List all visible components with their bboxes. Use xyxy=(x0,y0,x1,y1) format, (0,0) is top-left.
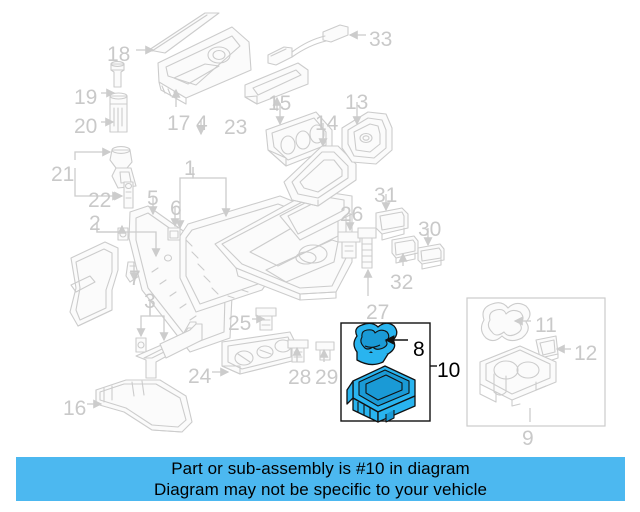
part-3-console-bracket xyxy=(135,321,203,379)
callout-number-30: 30 xyxy=(418,218,442,241)
part-12-wedge xyxy=(535,335,559,363)
banner-line-2: Diagram may not be specific to your vehi… xyxy=(153,480,488,499)
leader-21a xyxy=(74,147,112,160)
highlighted-part-box xyxy=(340,322,437,423)
part-22-clip xyxy=(123,181,134,209)
part-2-kick-panel xyxy=(69,227,129,327)
part-9-cupholder-tray xyxy=(479,345,557,407)
part-19-bolt xyxy=(110,61,125,88)
callout-number-26: 26 xyxy=(340,203,364,226)
callout-number-9: 9 xyxy=(522,427,534,450)
callout-number-11: 11 xyxy=(535,314,557,337)
part-27-pin xyxy=(357,227,377,269)
leader-1b xyxy=(192,167,231,218)
callout-number-3: 3 xyxy=(144,290,156,313)
callout-number-7: 7 xyxy=(129,267,141,290)
callout-number-5: 5 xyxy=(147,187,159,210)
part-10-cupholder-assembly-highlighted xyxy=(346,365,416,423)
part-6-clip xyxy=(167,227,181,241)
leader-3b xyxy=(149,300,169,342)
callout-number-20: 20 xyxy=(74,115,98,138)
callout-number-1: 1 xyxy=(184,157,196,180)
callout-number-10: 10 xyxy=(437,359,461,382)
callout-number-8: 8 xyxy=(413,338,425,361)
callout-number-19: 19 xyxy=(74,86,98,109)
part-14-tray-frame xyxy=(283,145,357,207)
part-18-trim-strip xyxy=(148,12,220,54)
callout-number-25: 25 xyxy=(228,312,252,335)
part-13-tray-bin xyxy=(341,111,393,165)
part-30-switch-block xyxy=(417,243,445,270)
callout-number-23: 23 xyxy=(224,116,248,139)
part-25-switch xyxy=(255,307,277,331)
callout-number-33: 33 xyxy=(369,28,393,51)
callout-number-17: 17 xyxy=(167,112,191,135)
part-24-climate-panel xyxy=(221,331,297,375)
callout-number-22: 22 xyxy=(88,189,112,212)
callout-number-4: 4 xyxy=(196,112,208,135)
part-20-bushing xyxy=(109,92,128,133)
part-29-switch-cap xyxy=(315,341,335,361)
callout-number-12: 12 xyxy=(574,342,598,365)
callout-number-16: 16 xyxy=(63,397,87,420)
banner-line-1: Part or sub-assembly is #10 in diagram xyxy=(171,459,470,478)
callout-number-24: 24 xyxy=(188,365,212,388)
leader-lines xyxy=(74,30,571,422)
callout-number-2: 2 xyxy=(89,212,101,235)
part-23-handle-trim xyxy=(244,62,309,105)
callout-number-28: 28 xyxy=(288,366,312,389)
part-31-switch-block xyxy=(375,207,409,241)
callout-number-27: 27 xyxy=(366,301,390,324)
secondary-parts-box xyxy=(466,297,606,427)
part-16-duct xyxy=(95,379,193,433)
callout-number-13: 13 xyxy=(345,91,369,114)
callout-number-21: 21 xyxy=(51,163,75,186)
callout-number-29: 29 xyxy=(315,366,339,389)
leader-21b xyxy=(74,168,122,201)
callout-number-31: 31 xyxy=(374,184,398,207)
callout-number-15: 15 xyxy=(268,92,292,115)
callout-number-32: 32 xyxy=(390,271,414,294)
part-32-switch-block xyxy=(391,235,419,264)
leader-2b xyxy=(96,222,161,258)
center-console-body xyxy=(214,191,353,301)
callout-number-18: 18 xyxy=(107,43,131,66)
callout-number-14: 14 xyxy=(315,112,339,135)
info-banner: Part or sub-assembly is #10 in diagram D… xyxy=(16,457,625,501)
part-8-cupholder-insert-highlighted xyxy=(353,322,398,366)
part-33-wire-harness xyxy=(267,24,349,66)
callout-number-6: 6 xyxy=(170,197,182,220)
